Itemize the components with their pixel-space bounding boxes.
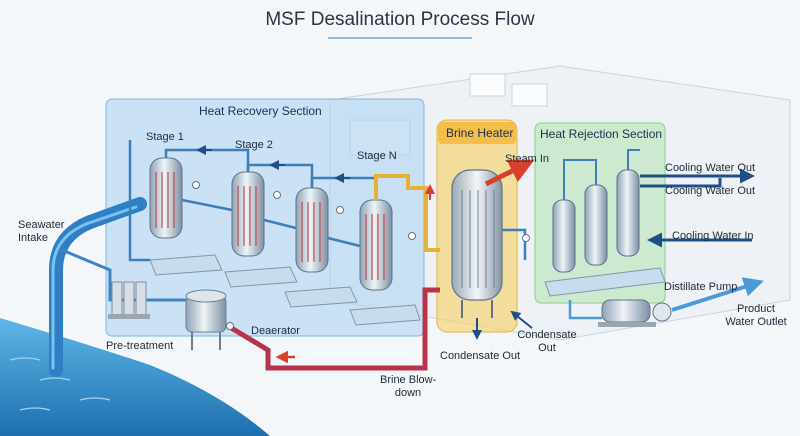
brine-heater-title-box [438, 122, 516, 144]
cooling-water-out-label-2: Cooling Water Out [665, 185, 756, 197]
condensate-out-bottom-label: Condensate Out [440, 350, 521, 362]
seawater-intake-pipe-highlight [51, 205, 138, 370]
product-water-arrow [671, 277, 764, 312]
distillate-pump [598, 299, 672, 327]
heater-to-rejection-pipe [502, 228, 527, 260]
brine-heater-label: Brine Heater [446, 126, 514, 140]
heat-rejection-vessels [544, 149, 666, 297]
brine-blowdown-label: Brine Blow- down [380, 374, 437, 399]
cooling-water-lines [640, 168, 755, 248]
flash-chamber-stage-1 [149, 157, 183, 239]
pretreatment-label: Pre-treatment [106, 340, 174, 352]
condensate-out-arrow [510, 310, 533, 329]
flash-chambers [149, 157, 393, 291]
page-title: MSF Desalination Process Flow [265, 9, 535, 30]
feed-to-heater-pipe [374, 174, 440, 252]
steam-in-label: Steam In [505, 153, 550, 165]
stage-1-label: Stage 1 [146, 131, 184, 143]
cooling-water-in-label: Cooling Water In [672, 230, 754, 242]
flash-chamber-stage-n [359, 199, 393, 291]
product-water-outlet-label: Product Water Outlet [725, 303, 787, 328]
condensate-out-right-label: Condensate Out [517, 329, 577, 354]
stage-2-label: Stage 2 [235, 139, 273, 151]
cooling-water-out-label-1: Cooling Water Out [665, 162, 756, 174]
flash-chamber-stage-2 [231, 171, 265, 257]
stage-trays [149, 254, 421, 326]
gauges [192, 181, 530, 330]
sea-water [0, 318, 270, 436]
seawater-intake-label: Seawater Intake [18, 219, 65, 244]
deaerator-vessel [185, 289, 227, 350]
recovery-flow-arrows [196, 145, 350, 183]
sea-ripples [9, 357, 111, 411]
brine-heater-vessel [451, 169, 503, 318]
deaerator-label: Deaerator [251, 325, 300, 337]
steam-in-arrow [484, 159, 535, 187]
distillate-line [568, 300, 602, 320]
pretreatment-filters [108, 281, 150, 319]
feed-line [61, 248, 190, 302]
distillate-pump-label: Distillate Pump [664, 281, 738, 293]
heat-rejection-section-label: Heat Rejection Section [540, 127, 663, 141]
heat-recovery-section-label: Heat Recovery Section [199, 104, 322, 118]
brine-blowdown-pipe [226, 287, 440, 371]
title-underline [328, 37, 472, 39]
stage-n-label: Stage N [357, 150, 397, 162]
flash-chamber-stage-3 [295, 187, 329, 273]
